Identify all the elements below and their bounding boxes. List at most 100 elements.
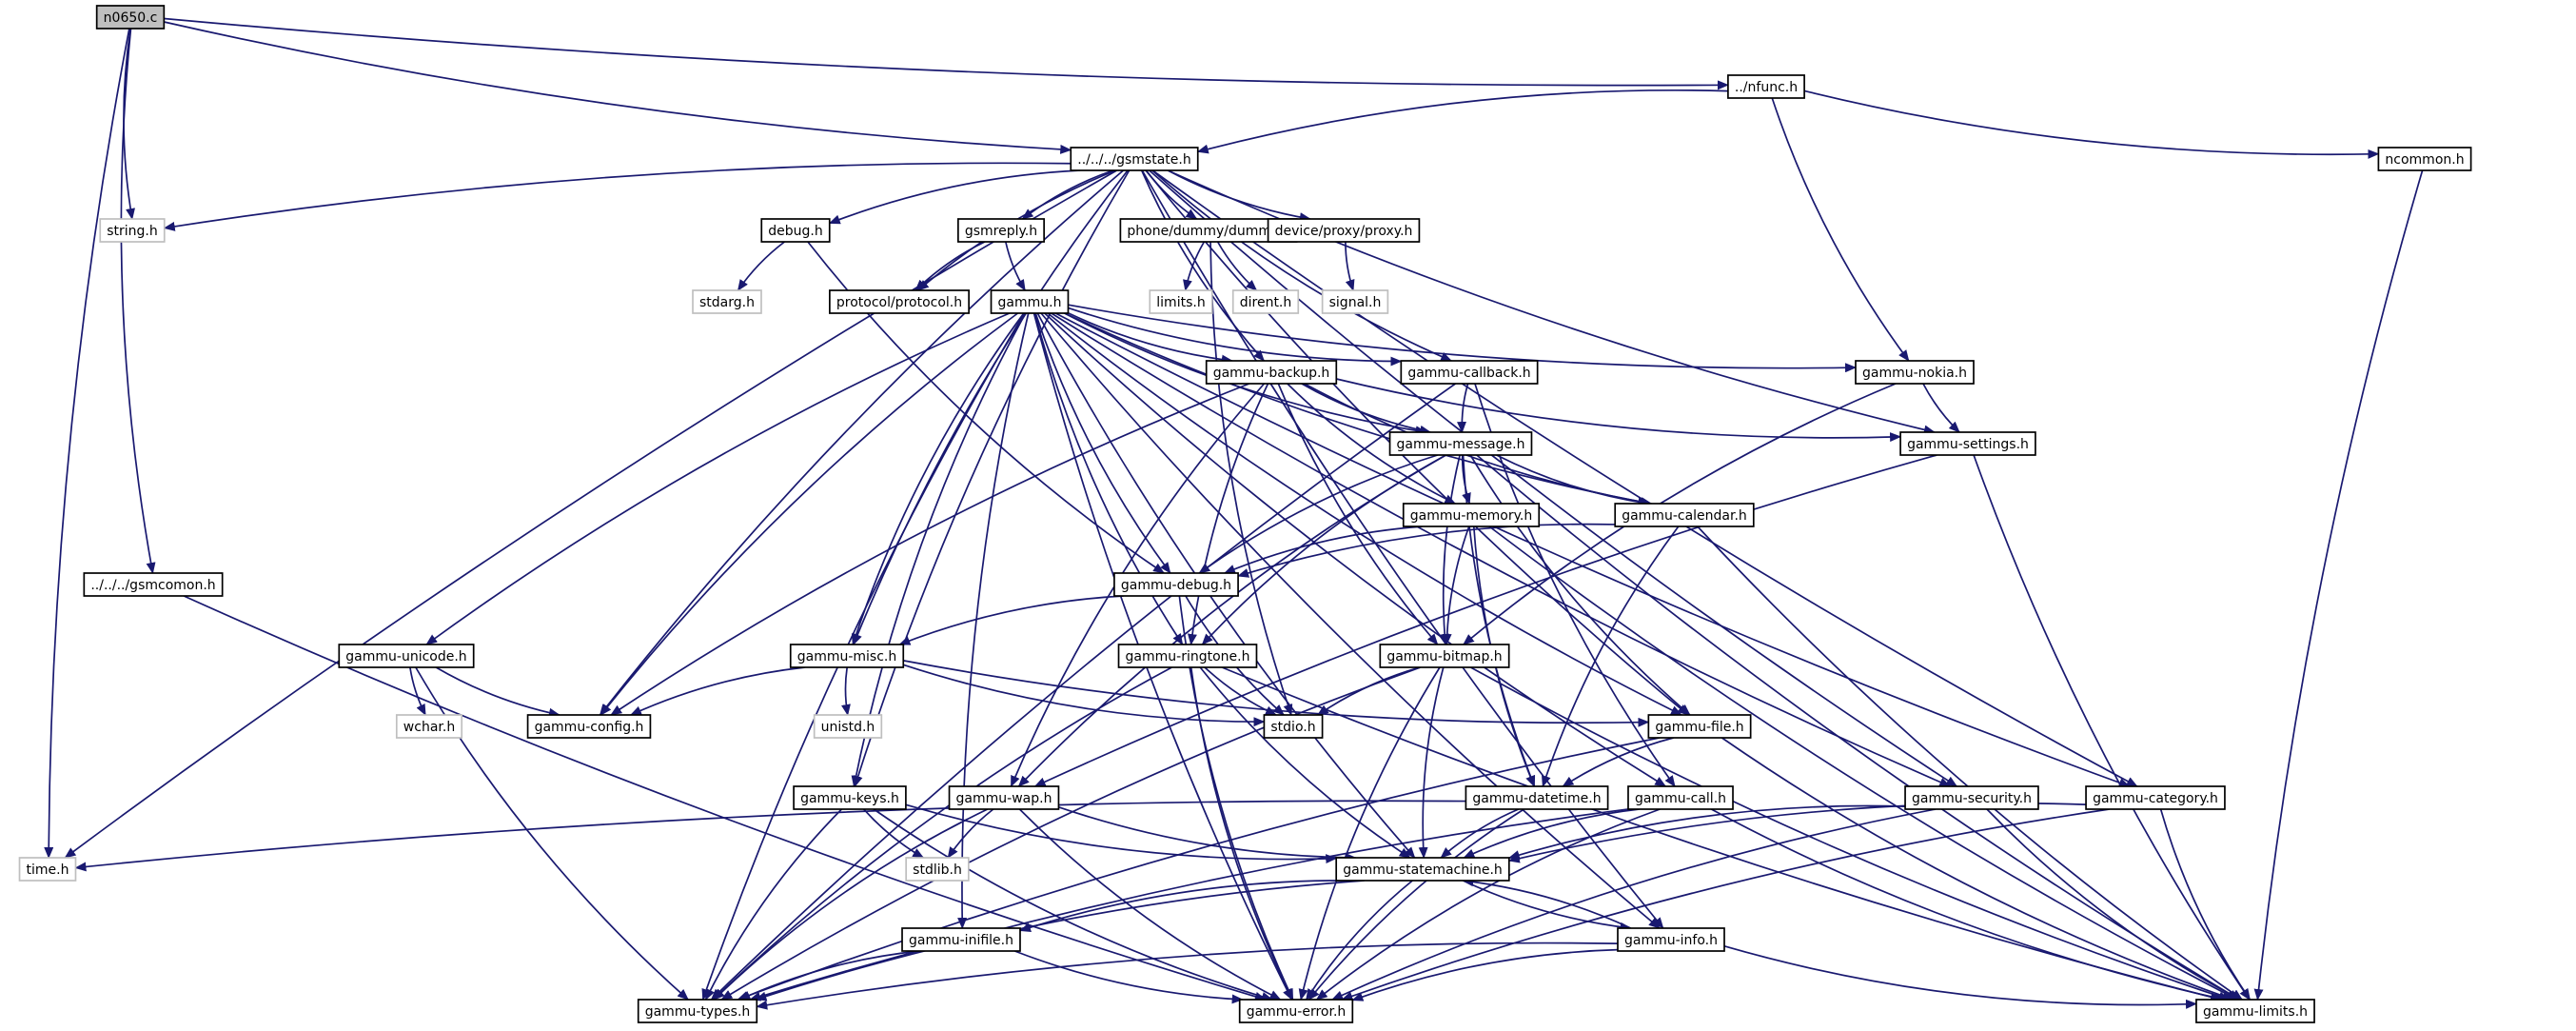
node-types: gammu-types.h [637,999,758,1023]
node-label: phone/dummy/dummy.h [1127,224,1289,239]
node-box [338,644,475,668]
edge-misc-to-unistd [841,666,851,716]
edge-gdebug-to-misc [898,595,1124,645]
edge-message-to-bitmap [1440,454,1461,645]
node-label: time.h [27,862,69,878]
edge-keys-to-statemachine [905,803,1338,864]
node-box [1465,785,1609,810]
edge-nfunc-to-ncommon [1803,89,2380,159]
node-box [1855,360,1975,385]
edge-gammu-to-misc [851,312,1025,645]
edge-message-to-wap [1017,454,1446,787]
node-label: gammu-limits.h [2203,1004,2308,1020]
node-box [395,714,463,739]
node-label: gammu-call.h [1635,791,1726,806]
node-box [1321,289,1389,314]
node-box [793,785,907,810]
edge-security-to-statemachine [1507,804,1906,860]
node-wap: gammu-wap.h [948,785,1060,810]
node-label: gammu-debug.h [1121,578,1231,593]
node-box [1238,999,1354,1023]
edge-nfunc-to-nokia [1771,97,1910,362]
edge-misc-to-stdio [902,664,1266,727]
edge-unicode-to-config [435,666,560,718]
node-box [1263,714,1324,739]
edge-gammu-to-category [1054,312,2131,787]
edge-settings-to-glimits [1973,454,2251,1001]
node-label: gammu-statemachine.h [1343,862,1503,878]
edge-calendar-to-glimits [1697,525,2243,1001]
node-box [2195,999,2315,1023]
node-box [1727,74,1805,99]
edge-security-to-glimits [1986,808,2241,1001]
node-datetime: gammu-datetime.h [1465,785,1609,810]
node-label: gammu-message.h [1397,437,1525,452]
edge-memory-to-glimits [1488,525,2238,1001]
edge-backup-to-settings [1336,378,1902,443]
edge-ringtone-to-statemachine [1199,666,1411,859]
node-label: gammu-category.h [2093,791,2218,806]
edge-gammu-to-security [1051,312,1952,787]
node-label: ../nfunc.h [1735,80,1798,95]
edge-misc-to-config [630,666,806,716]
edge-gammu-to-ringtone [1033,312,1184,645]
edge-callback-to-types [710,383,1456,1001]
node-label: gammu-backup.h [1213,366,1330,381]
edge-gsmreply-to-gammu [1004,241,1026,291]
edge-file-to-datetime [1562,737,1674,787]
node-info: gammu-info.h [1617,927,1725,952]
node-box [1647,714,1752,739]
node-nokia: gammu-nokia.h [1855,360,1975,385]
node-label: gammu-bitmap.h [1386,649,1502,664]
edge-ringtone-to-types [712,666,1172,1001]
edges-layer [44,17,2424,1010]
node-label: gammu-ringtone.h [1126,649,1250,664]
edge-datetime-to-error [1308,808,1524,1001]
node-proxy: device/proxy/proxy.h [1267,218,1421,243]
node-box [829,289,970,314]
node-box [1117,644,1258,668]
node-label: gammu-callback.h [1407,366,1530,381]
node-box [1267,218,1421,243]
edge-message-to-file [1469,454,1691,716]
edge-call-to-error [1315,808,1661,1001]
node-label: gammu-unicode.h [345,649,466,664]
edge-memory-to-gdebug [1224,525,1424,574]
edge-gammu-to-info [1040,312,1661,929]
edge-gammu-to-unicode [425,312,1011,645]
edge-gammu-to-call [1044,312,1667,787]
node-gsmreply: gsmreply.h [957,218,1045,243]
node-label: gammu-error.h [1247,1004,1347,1020]
node-protocol: protocol/protocol.h [829,289,970,314]
node-box [1231,289,1300,314]
edge-gsmstate-to-misc [853,169,1129,645]
node-label: gammu.h [998,295,1062,310]
node-box [1627,785,1734,810]
edge-proxy-to-signal [1345,241,1355,291]
node-debug: debug.h [760,218,831,243]
node-config: gammu-config.h [526,714,652,739]
node-box [957,218,1045,243]
node-box [1070,147,1199,171]
node-label: gammu-file.h [1655,720,1743,735]
node-box [1904,785,2039,810]
edge-message-to-gdebug [1198,454,1439,574]
node-message: gammu-message.h [1388,431,1533,456]
node-label: gammu-config.h [535,720,644,735]
node-box [1614,503,1755,527]
node-calendar: gammu-calendar.h [1614,503,1755,527]
node-box [637,999,758,1023]
node-box [99,218,166,243]
node-box [1379,644,1510,668]
node-unicode: gammu-unicode.h [338,644,475,668]
edge-bitmap-to-glimits [1469,666,2231,1001]
edge-gsmstate-to-config [599,169,1125,716]
edge-backup-to-config [610,383,1250,716]
node-label: gammu-misc.h [797,649,897,664]
node-label: wchar.h [403,720,455,735]
edge-ringtone-to-stdio [1204,666,1277,716]
edge-wap-to-error [1018,808,1282,1001]
node-box [760,218,831,243]
edge-security-to-error [1331,808,1937,1001]
